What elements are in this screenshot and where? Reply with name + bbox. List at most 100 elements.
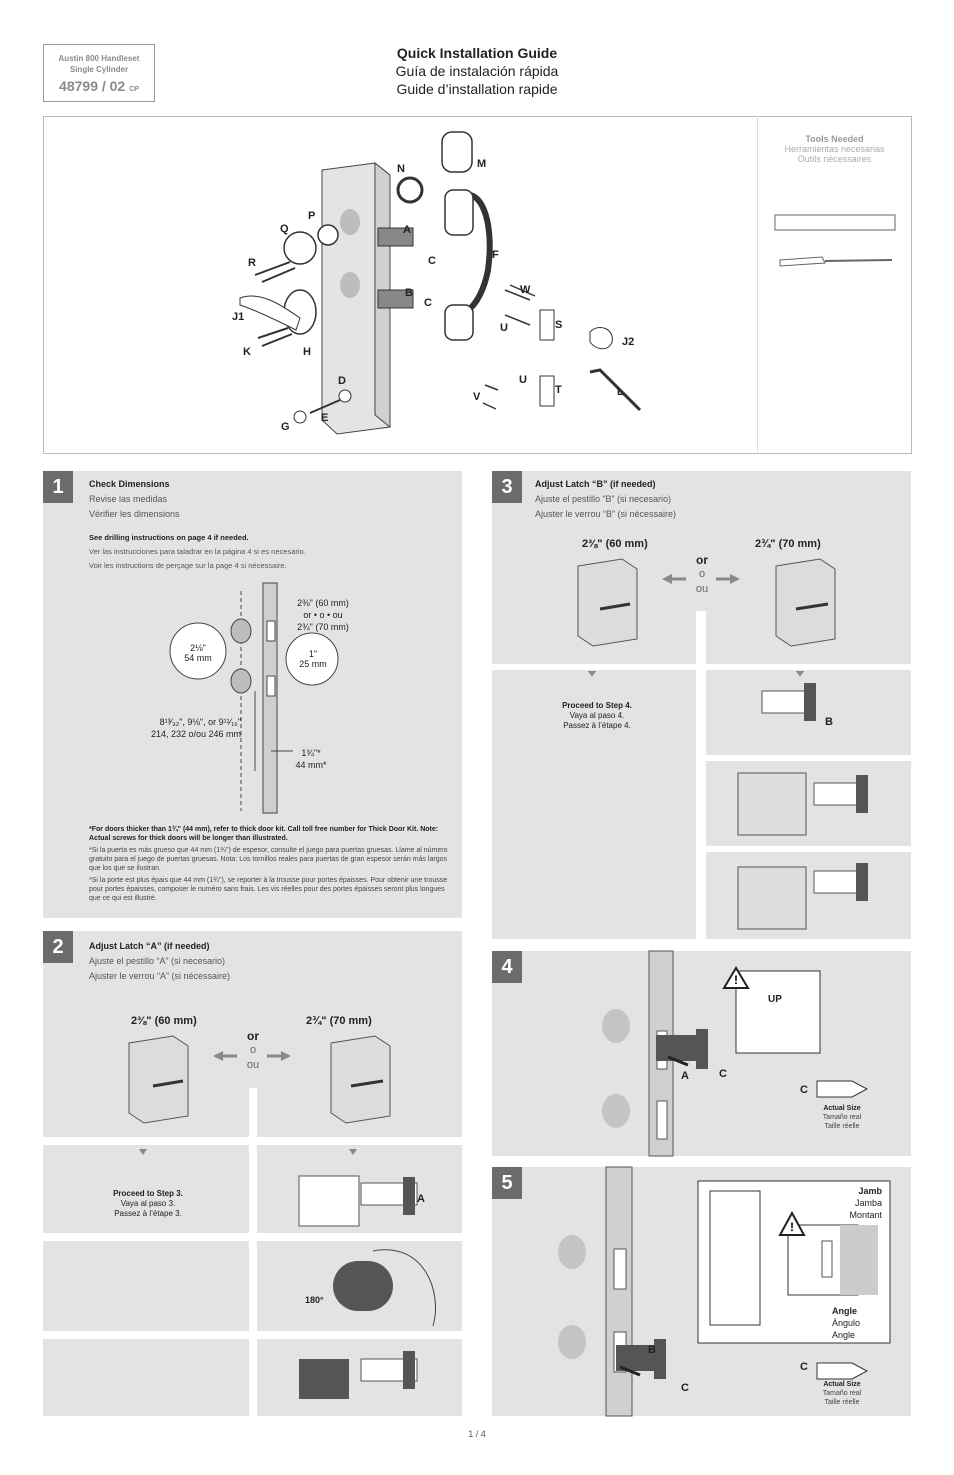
hole-dim-mm: 54 mm (184, 653, 212, 663)
actual-size-en-4: Actual Size (823, 1105, 861, 1112)
proceed-step3-fr: Passez à l’étape 3. (114, 1209, 182, 1218)
part-label-u2: U (519, 374, 527, 386)
or-fr: ou (246, 1059, 260, 1071)
thick-door-note-en: *For doors thicker than 1¾" (44 mm), ref… (89, 826, 439, 842)
title-fr: Guide d’installation rapide (396, 81, 558, 97)
step-3-panel: 3 Adjust Latch “B” (if needed) Ajuste el… (492, 471, 911, 939)
part-label-j2: J2 (622, 336, 634, 348)
part-label-v: V (473, 391, 481, 403)
step-5-number: 5 (492, 1167, 522, 1199)
center-dim-mm: 214, 232 o/ou 246 mm (150, 729, 241, 739)
latch-b-70-label: 2¾" (70 mm) (755, 538, 821, 550)
part-label-b: B (405, 287, 413, 299)
tools-title-es: Herramientas necesarias (784, 144, 885, 154)
latch-70-label: 2¾" (70 mm) (306, 1015, 372, 1027)
part-label-l: L (617, 386, 624, 398)
actual-size-fr-4: Taille réelle (824, 1123, 860, 1130)
screw-c-size-label-4: C (800, 1084, 808, 1096)
actual-size-en-5: Actual Size (823, 1381, 861, 1388)
title-en: Quick Installation Guide (396, 45, 558, 61)
actual-size-es-4: Tamaño real (822, 1114, 862, 1121)
part-label-c2: C (424, 297, 432, 309)
part-label-f: F (492, 249, 499, 261)
backset-60: 2⅜" (60 mm) (297, 598, 349, 608)
backset-or: or • o • ou (303, 610, 343, 620)
parts-diagram (43, 116, 912, 454)
model-number: 48799 / 02 (59, 78, 126, 94)
drill-note-en: See drilling instructions on page 4 if n… (89, 533, 249, 542)
part-label-m: M (477, 158, 486, 170)
part-label-j1: J1 (232, 311, 244, 323)
screw-c-label-5: C (681, 1382, 689, 1394)
step-5-illustration: ! (558, 1166, 891, 1417)
part-label-u: U (500, 322, 508, 334)
proceed-step3-en: Proceed to Step 3. (113, 1189, 183, 1198)
step-4-illustration: ! (602, 950, 869, 1157)
svg-text:!: ! (734, 973, 738, 987)
screw-c-size-label-5: C (800, 1361, 808, 1373)
step-1-number: 1 (43, 471, 73, 503)
parts-illustration: N M Q P A C R F W B C J1 U S K H J2 D U … (232, 131, 896, 435)
part-label-n: N (397, 163, 405, 175)
latch-a-label: A (417, 1193, 425, 1205)
part-label-c: C (428, 255, 436, 267)
latch-60-label: 2⅜" (60 mm) (131, 1015, 197, 1027)
part-label-g: G (281, 421, 290, 433)
drill-note-fr: Voir les instructions de perçage sur la … (89, 561, 287, 570)
step-3-title-fr: Ajuster le verrou “B” (si nécessaire) (535, 509, 677, 519)
step-2-door-blocks (43, 1035, 462, 1416)
part-label-p: P (308, 210, 315, 222)
actual-size-es-5: Tamaño real (822, 1390, 862, 1397)
step-1-panel: 1 Check Dimensions Revise las medidas Vé… (43, 471, 462, 918)
jamb-label-es: Jamba (854, 1198, 882, 1208)
part-label-t: T (555, 384, 562, 396)
step-4-number: 4 (492, 951, 522, 983)
step-3-door-blocks (492, 558, 911, 939)
or-en: or (247, 1029, 259, 1043)
angle-label-fr: Angle (832, 1330, 856, 1340)
step-5-panel: 5 ! Jamb Jamba Montant Angle Ángulo Angl… (492, 1166, 911, 1417)
proceed-step4-en: Proceed to Step 4. (562, 701, 632, 710)
or-en-3: or (696, 553, 708, 567)
hole-dim-in: 2⅛" (190, 643, 206, 653)
dimension-diagram (169, 582, 339, 814)
part-label-a: A (403, 224, 411, 236)
proceed-step4-es: Vaya al paso 4. (569, 711, 625, 720)
center-dim-in: 8¹³⁄₃₂", 9⅛", or 9¹¹⁄₁₆" (159, 717, 241, 727)
or-fr-3: ou (695, 583, 709, 595)
drill-note-es: Ver las instrucciones para taladrar en l… (89, 547, 306, 556)
edge-dim-in: 1" (308, 649, 318, 659)
step-1-title-es: Revise las medidas (89, 494, 168, 504)
or-es: o (249, 1044, 257, 1056)
latch-b-label-5: B (648, 1344, 656, 1356)
page-number: 1 / 4 (468, 1429, 486, 1439)
latch-b-60-label: 2⅜" (60 mm) (582, 538, 648, 550)
part-label-d: D (338, 375, 346, 387)
thick-door-note-fr: *Si la porte est plus épais que 44 mm (1… (89, 877, 448, 902)
step-2-title-fr: Ajuster le verrou “A” (si nécessaire) (89, 971, 231, 981)
part-label-e: E (321, 412, 328, 424)
part-label-h: H (303, 346, 311, 358)
part-label-k: K (243, 346, 251, 358)
tools-title-en: Tools Needed (805, 134, 864, 144)
rotation-label: 180° (305, 1295, 324, 1305)
latch-b-label: B (825, 716, 833, 728)
step-3-title: Adjust Latch “B” (if needed) (535, 479, 656, 489)
tools-needed: Tools Needed Herramientas necesarias Out… (757, 116, 911, 452)
thickness-mm: 44 mm* (295, 760, 327, 770)
or-es-3: o (698, 568, 706, 580)
part-label-r: R (248, 257, 256, 269)
step-2-title-es: Ajuste el pestillo “A” (si necesario) (89, 956, 226, 966)
product-name: Austin 800 Handleset (58, 54, 140, 63)
finish-code: CP (129, 86, 139, 93)
product-variant: Single Cylinder (69, 65, 129, 74)
edge-dim-mm: 25 mm (299, 659, 327, 669)
up-label: UP (768, 994, 782, 1005)
step-1-title-fr: Vérifier les dimensions (89, 509, 180, 519)
title-es: Guía de instalación rápida (395, 63, 559, 79)
page-title: Quick Installation Guide Guía de instala… (300, 44, 654, 98)
jamb-label-en: Jamb (858, 1186, 882, 1196)
jamb-label-fr: Montant (849, 1210, 882, 1220)
step-2-number: 2 (43, 931, 73, 963)
